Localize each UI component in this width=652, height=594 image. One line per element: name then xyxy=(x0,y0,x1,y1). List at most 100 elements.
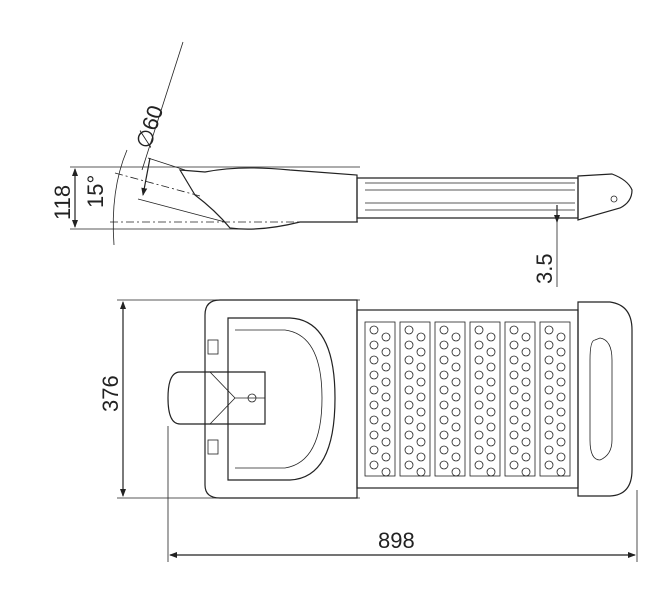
led xyxy=(404,400,414,410)
led xyxy=(451,422,461,432)
led xyxy=(521,407,531,417)
led xyxy=(381,347,391,357)
led xyxy=(404,325,414,335)
led xyxy=(556,377,566,387)
led xyxy=(381,332,391,342)
length-label: 898 xyxy=(378,528,415,553)
led xyxy=(416,452,426,462)
led xyxy=(439,460,449,470)
led xyxy=(556,467,566,477)
led xyxy=(416,422,426,432)
led xyxy=(544,385,554,395)
led xyxy=(381,452,391,462)
led xyxy=(451,392,461,402)
led xyxy=(369,400,379,410)
led xyxy=(521,467,531,477)
side-end-cap xyxy=(577,173,633,221)
led xyxy=(451,332,461,342)
led xyxy=(451,407,461,417)
led xyxy=(416,437,426,447)
side-led-body xyxy=(356,177,579,219)
handle-slot xyxy=(589,337,613,461)
width-label: 376 xyxy=(98,375,123,412)
led xyxy=(369,415,379,425)
led xyxy=(416,332,426,342)
led xyxy=(521,332,531,342)
led xyxy=(416,362,426,372)
led-module xyxy=(364,321,396,477)
offset-label: 3.5 xyxy=(532,253,557,284)
led xyxy=(439,325,449,335)
led xyxy=(486,452,496,462)
led xyxy=(509,370,519,380)
led xyxy=(521,422,531,432)
led-module xyxy=(469,321,501,477)
side-housing xyxy=(178,167,358,230)
led xyxy=(439,430,449,440)
led xyxy=(474,325,484,335)
led xyxy=(556,362,566,372)
pole-mount xyxy=(167,371,266,425)
led xyxy=(486,407,496,417)
led xyxy=(451,452,461,462)
led xyxy=(451,437,461,447)
led xyxy=(439,340,449,350)
angle-arc xyxy=(112,149,128,246)
led-module xyxy=(504,321,536,477)
led xyxy=(439,400,449,410)
top-view: 376 898 xyxy=(98,299,638,562)
led xyxy=(544,445,554,455)
led xyxy=(486,347,496,357)
led xyxy=(544,340,554,350)
led xyxy=(556,437,566,447)
led xyxy=(509,415,519,425)
led xyxy=(486,437,496,447)
led xyxy=(474,430,484,440)
led xyxy=(556,347,566,357)
led xyxy=(416,467,426,477)
led xyxy=(509,325,519,335)
led xyxy=(451,362,461,372)
led xyxy=(404,415,414,425)
led xyxy=(439,445,449,455)
led xyxy=(544,460,554,470)
led xyxy=(486,377,496,387)
led xyxy=(439,355,449,365)
height-label: 118 xyxy=(50,185,75,220)
led xyxy=(369,340,379,350)
led xyxy=(474,415,484,425)
led xyxy=(404,370,414,380)
led xyxy=(474,355,484,365)
led xyxy=(521,362,531,372)
led xyxy=(451,377,461,387)
led xyxy=(369,355,379,365)
housing-cover xyxy=(227,317,336,481)
led xyxy=(509,400,519,410)
led-module xyxy=(434,321,466,477)
led xyxy=(544,430,554,440)
side-view: 118 15° ∅60 3.5 xyxy=(50,41,633,287)
led xyxy=(369,325,379,335)
led xyxy=(556,452,566,462)
led xyxy=(509,385,519,395)
top-end-cap xyxy=(577,301,633,497)
led xyxy=(369,430,379,440)
led xyxy=(381,377,391,387)
led xyxy=(369,445,379,455)
led xyxy=(509,460,519,470)
led xyxy=(556,392,566,402)
led xyxy=(404,460,414,470)
led-module xyxy=(399,321,431,477)
led xyxy=(521,392,531,402)
led xyxy=(369,460,379,470)
led xyxy=(509,445,519,455)
led xyxy=(439,385,449,395)
led xyxy=(381,407,391,417)
led xyxy=(416,392,426,402)
led xyxy=(404,355,414,365)
led xyxy=(556,332,566,342)
led xyxy=(521,437,531,447)
led xyxy=(486,392,496,402)
led xyxy=(474,385,484,395)
